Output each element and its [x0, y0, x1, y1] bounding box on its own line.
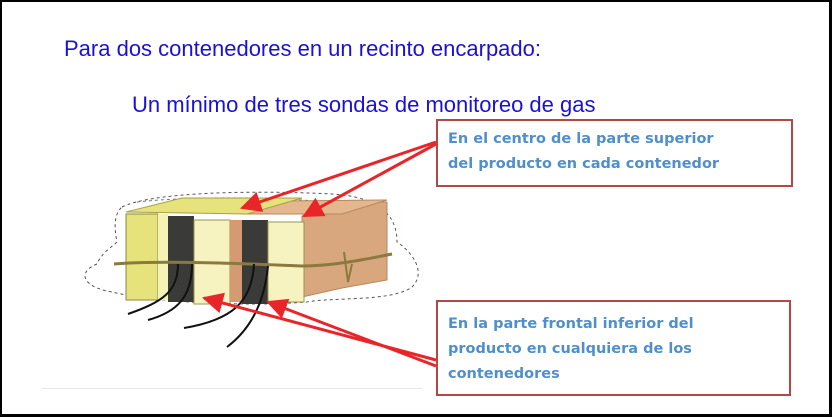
callout-line: del producto en cada contenedor [448, 156, 720, 172]
tarp-outline [84, 191, 419, 305]
front-stripe [125, 213, 159, 301]
callout-line: En la parte frontal inferior del [448, 316, 694, 332]
callout-bottom-probe: En la parte frontal inferior del product… [436, 300, 791, 396]
front-stripe [267, 221, 305, 303]
arrow-top-left [240, 140, 437, 212]
arrow-bottom-right [266, 298, 437, 368]
arrow-top-right [302, 142, 437, 218]
container-right-side [301, 201, 388, 298]
probe-tube [147, 263, 193, 321]
probe-tube [226, 265, 269, 348]
slide-subtitle: Un mínimo de tres sondas de monitoreo de… [132, 92, 596, 117]
probe-tube [127, 263, 179, 315]
slide-title: Para dos contenedores en un recinto enca… [64, 36, 541, 61]
arrow-bottom-left [201, 292, 437, 362]
callout-line: En el centro de la parte superior [448, 131, 714, 147]
front-stripe [230, 220, 242, 302]
callout-line: producto en cualquiera de los [448, 341, 692, 357]
strap-buckle [343, 251, 353, 283]
callout-line: contenedores [448, 366, 560, 382]
strap [113, 252, 393, 268]
front-stripe [158, 214, 168, 300]
divider [42, 388, 422, 389]
callout-top-probe: En el centro de la parte superior del pr… [436, 119, 793, 187]
